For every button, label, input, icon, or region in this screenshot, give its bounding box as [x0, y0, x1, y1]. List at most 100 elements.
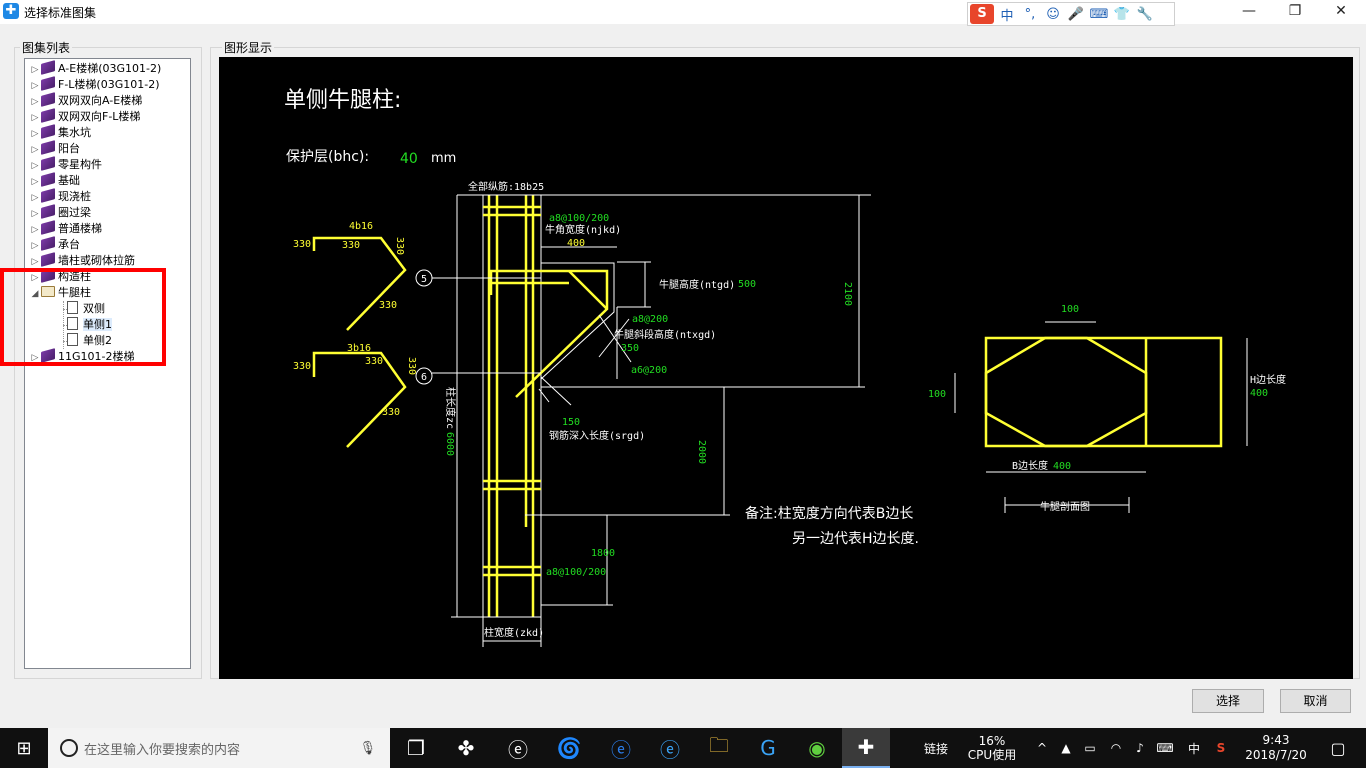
- minimize-button[interactable]: —: [1242, 3, 1256, 19]
- cancel-button[interactable]: 取消: [1280, 689, 1351, 713]
- expand-arrow-icon[interactable]: ▷: [31, 81, 39, 91]
- mark-6: 6: [421, 372, 427, 383]
- volume-icon[interactable]: ♪: [1136, 741, 1144, 755]
- taskbar-search-box[interactable]: 在这里输入你要搜索的内容 🎙: [48, 728, 390, 768]
- ime-punct-toggle[interactable]: °,: [1024, 6, 1036, 22]
- expand-arrow-icon[interactable]: ▷: [31, 145, 39, 155]
- tree-item[interactable]: ▷零星构件: [29, 156, 102, 173]
- keyboard-icon[interactable]: ⌨: [1156, 741, 1174, 755]
- bar-6-dim: 330: [406, 357, 417, 375]
- tree-item[interactable]: ▷F-L楼梯(03G101-2): [29, 76, 160, 93]
- tree-leaf[interactable]: 双侧: [67, 301, 105, 317]
- tree-item[interactable]: ▷普通楼梯: [29, 220, 102, 237]
- voice-icon[interactable]: 🎤: [1067, 6, 1085, 22]
- tree-item[interactable]: ▷双网双向A-E楼梯: [29, 92, 142, 109]
- book-icon: [41, 220, 55, 235]
- notification-bell-icon[interactable]: ▲: [1061, 741, 1071, 755]
- select-button[interactable]: 选择: [1192, 689, 1264, 713]
- collapse-arrow-icon[interactable]: ◢: [31, 289, 39, 299]
- emoji-icon[interactable]: ☺: [1046, 6, 1060, 22]
- wifi-icon[interactable]: ◠: [1110, 741, 1122, 755]
- expand-arrow-icon[interactable]: ▷: [31, 97, 39, 107]
- mark-5: 5: [421, 274, 427, 285]
- a6-200-label: a6@200: [631, 365, 667, 376]
- active-app-icon[interactable]: ✚: [842, 728, 890, 768]
- task-view-icon[interactable]: ❐: [407, 736, 425, 760]
- expand-arrow-icon[interactable]: ▷: [31, 161, 39, 171]
- section-dim-top: 100: [1061, 304, 1079, 315]
- tools-icon[interactable]: 🔧: [1136, 6, 1154, 22]
- expand-arrow-icon[interactable]: ▷: [31, 273, 39, 283]
- spiral-app-icon[interactable]: 🌀: [556, 736, 582, 760]
- tree-item-expanded[interactable]: ◢牛腿柱: [29, 285, 91, 301]
- ime-indicator[interactable]: 中: [1187, 741, 1200, 756]
- section-outline: [984, 336, 1223, 448]
- file-explorer-icon[interactable]: 🗀: [709, 733, 729, 757]
- book-icon: [41, 204, 55, 219]
- book-icon: [41, 76, 55, 91]
- pinwheel-app-icon[interactable]: ✤: [457, 736, 475, 760]
- column-width-label: 柱宽度(zkd): [484, 626, 544, 639]
- microphone-icon[interactable]: 🎙: [359, 740, 376, 756]
- corner-width-value: 400: [567, 238, 585, 249]
- expand-arrow-icon[interactable]: ▷: [31, 209, 39, 219]
- tree-item[interactable]: ▷构造柱: [29, 268, 91, 285]
- keyboard-icon[interactable]: ⌨: [1089, 6, 1109, 22]
- battery-icon[interactable]: ▭: [1084, 741, 1096, 755]
- tree-leaf[interactable]: 单侧2: [67, 333, 112, 349]
- cover-unit: mm: [431, 151, 456, 166]
- bracket-rebar: [568, 270, 608, 310]
- column-length-label: 柱长度zc: [444, 387, 457, 429]
- ime-lang-toggle[interactable]: 中: [1000, 8, 1014, 24]
- tree-item[interactable]: ▷双网双向F-L楼梯: [29, 108, 140, 125]
- skin-icon[interactable]: 👕: [1113, 6, 1131, 22]
- expand-arrow-icon[interactable]: ▷: [31, 257, 39, 267]
- link-label[interactable]: 链接: [923, 741, 948, 756]
- book-icon: [41, 108, 55, 123]
- cpu-meter[interactable]: 16% CPU使用: [960, 728, 1024, 768]
- tree-item[interactable]: ▷基础: [29, 172, 80, 189]
- expand-arrow-icon[interactable]: ▷: [31, 353, 39, 363]
- edge-icon[interactable]: ⓔ: [611, 737, 631, 762]
- tree-item[interactable]: ▷集水坑: [29, 124, 91, 141]
- tree-item[interactable]: ▷承台: [29, 236, 80, 253]
- tree-item[interactable]: ▷墙柱或砌体拉筋: [29, 252, 135, 269]
- close-button[interactable]: ✕: [1335, 3, 1347, 19]
- expand-arrow-icon[interactable]: ▷: [31, 177, 39, 187]
- leader-line: [538, 388, 550, 403]
- tree-item[interactable]: ▷阳台: [29, 140, 80, 157]
- chevron-up-icon[interactable]: ^: [1036, 741, 1048, 755]
- red-highlight-box: [0, 268, 166, 366]
- expand-arrow-icon[interactable]: ▷: [31, 241, 39, 251]
- expand-arrow-icon[interactable]: ▷: [31, 193, 39, 203]
- ie-blue-icon[interactable]: ⓔ: [660, 737, 680, 762]
- g-app-icon[interactable]: G: [760, 736, 776, 760]
- tree-item[interactable]: ▷圈过梁: [29, 204, 91, 221]
- sogou-logo-icon[interactable]: S: [970, 4, 994, 24]
- expand-arrow-icon[interactable]: ▷: [31, 225, 39, 235]
- tree-item[interactable]: ▷11G101-2楼梯: [29, 348, 134, 365]
- windows-start-icon[interactable]: ⊞: [16, 737, 32, 759]
- graphic-display-label: 图形显示: [222, 39, 275, 56]
- book-icon: [41, 236, 55, 251]
- tree-leaf-selected[interactable]: 单侧1: [67, 317, 112, 333]
- a8-200-label: a8@200: [632, 314, 668, 325]
- bracket-column-drawing: .w { stroke: #fff; stroke-width: 1; fill…: [284, 88, 1286, 647]
- green-app-icon[interactable]: ◉: [808, 736, 826, 760]
- stirrup-bottom-label: a8@100/200: [546, 567, 606, 578]
- sogou-tray-icon[interactable]: S: [1216, 741, 1226, 755]
- expand-arrow-icon[interactable]: ▷: [31, 129, 39, 139]
- bracket-outline: [540, 262, 615, 380]
- action-center-icon[interactable]: ▢: [1330, 738, 1346, 758]
- tree-item[interactable]: ▷A-E楼梯(03G101-2): [29, 60, 161, 77]
- book-icon: [41, 60, 55, 75]
- tree-item[interactable]: ▷现浇桩: [29, 188, 91, 205]
- ime-toolbar[interactable]: S 中 °, ☺ 🎤 ⌨ 👕 🔧: [967, 2, 1175, 26]
- restore-button[interactable]: ❐: [1288, 3, 1302, 19]
- bar-6-spec: 3b16: [347, 343, 371, 354]
- expand-arrow-icon[interactable]: ▷: [31, 113, 39, 123]
- leader-line: [598, 318, 630, 358]
- expand-arrow-icon[interactable]: ▷: [31, 65, 39, 75]
- clock[interactable]: 9:43 2018/7/20: [1238, 728, 1314, 768]
- ie-icon[interactable]: ⓔ: [508, 737, 528, 762]
